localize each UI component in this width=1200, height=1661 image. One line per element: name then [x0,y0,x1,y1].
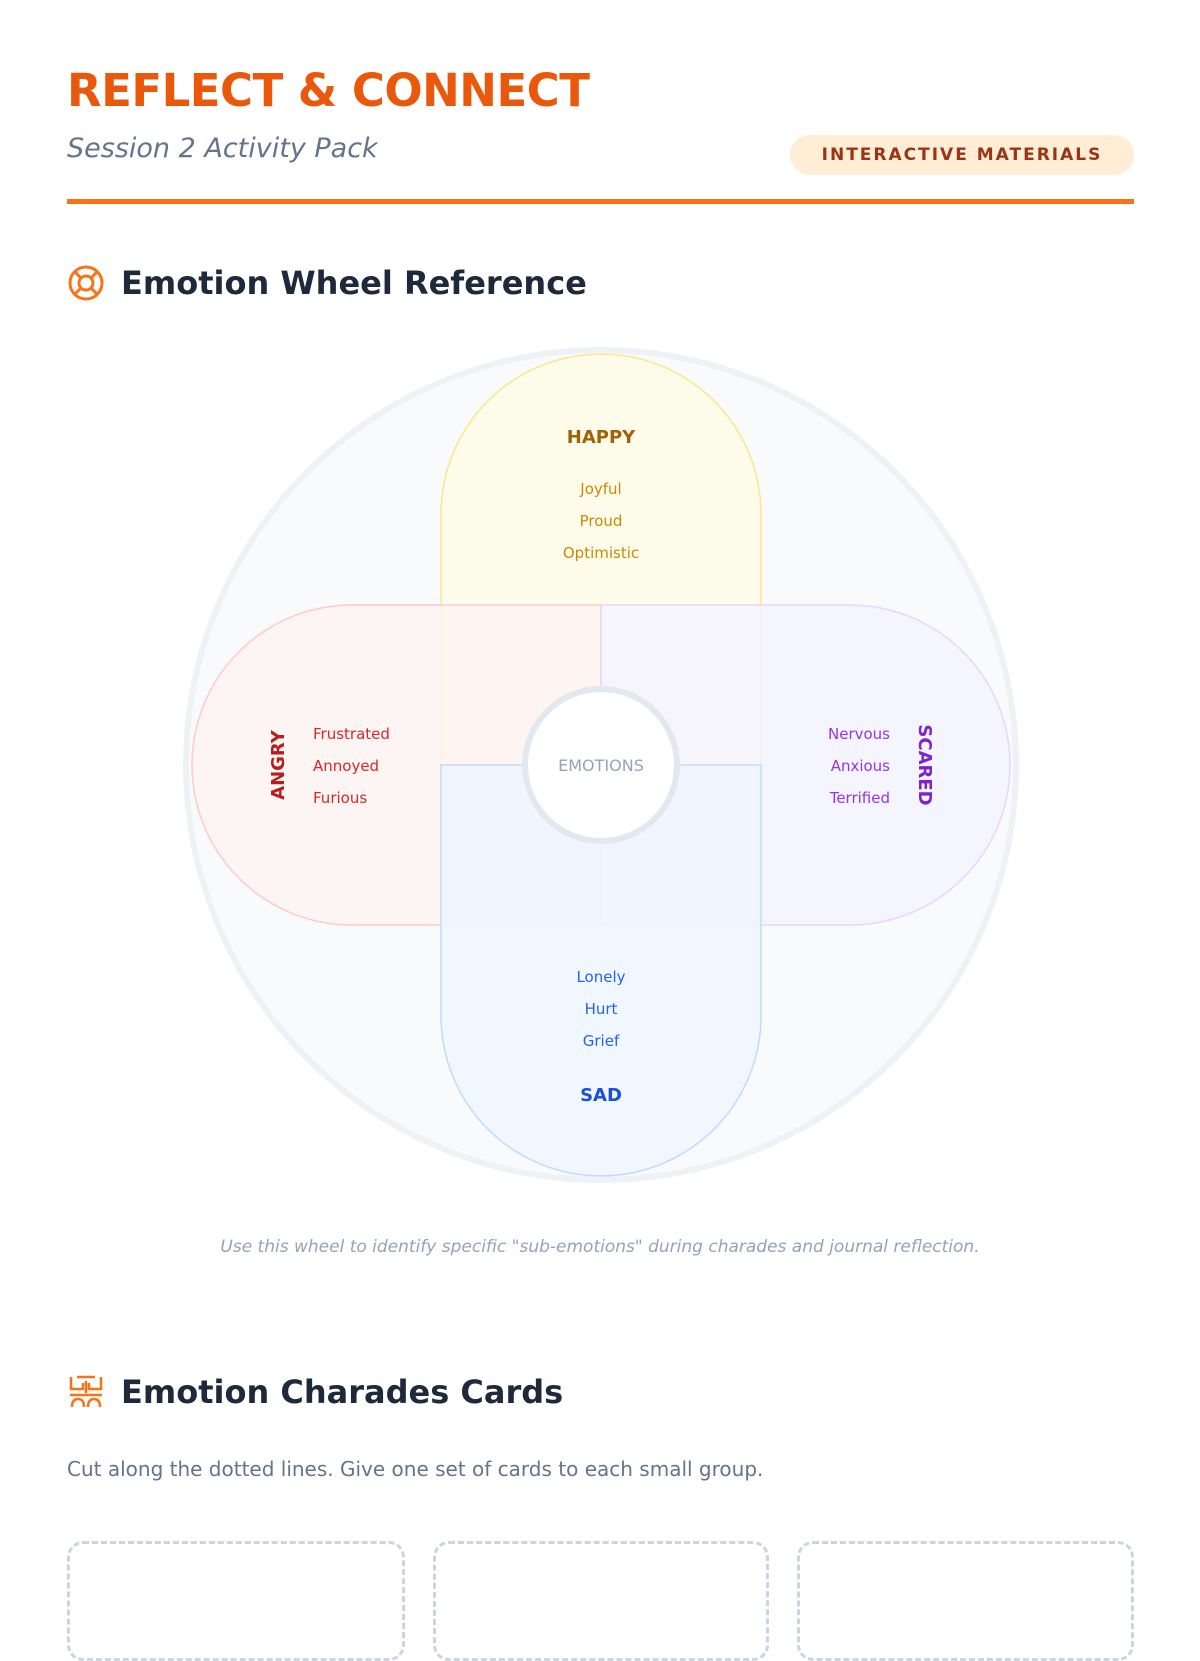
charades-card[interactable] [433,1541,769,1661]
emotion-title-angry: ANGRY [268,729,289,800]
charades-card[interactable] [67,1541,405,1661]
wheel-center-label: EMOTIONS [558,756,644,775]
sub-emotion: Hurt [585,1000,618,1018]
theater-masks-icon [69,1375,103,1408]
wheel-caption: Use this wheel to identify specific "sub… [220,1237,980,1257]
charades-title: Emotion Charades Cards [121,1373,564,1411]
charades-card[interactable] [797,1541,1134,1661]
sub-emotion: Terrified [829,789,890,807]
materials-badge: INTERACTIVE MATERIALS [790,135,1134,175]
emotion-title-scared: SCARED [914,724,935,805]
emotion-title-happy: HAPPY [567,427,636,448]
page-title: REFLECT & CONNECT [67,64,590,117]
page-subtitle: Session 2 Activity Pack [67,133,378,164]
sub-emotion: Grief [583,1032,620,1050]
emotion-title-sad: SAD [580,1085,622,1106]
emotion-wheel-title: Emotion Wheel Reference [121,264,587,302]
sub-emotion: Annoyed [313,757,379,775]
petal-sad [440,764,762,1177]
sub-emotion: Lonely [576,968,625,986]
sub-emotion: Nervous [828,725,890,743]
header-divider [67,199,1134,204]
sub-emotion: Frustrated [313,725,390,743]
sub-emotion: Anxious [831,757,890,775]
sub-emotion: Proud [580,512,623,530]
sub-emotion: Optimistic [563,544,639,562]
charades-heading: Emotion Charades Cards [67,1373,563,1411]
sub-emotion: Joyful [579,480,621,498]
life-buoy-icon [68,265,104,301]
charades-instructions: Cut along the dotted lines. Give one set… [67,1457,764,1481]
wheel-center [522,686,680,844]
emotion-wheel-heading: Emotion Wheel Reference [67,264,587,302]
sub-emotion: Furious [313,789,367,807]
